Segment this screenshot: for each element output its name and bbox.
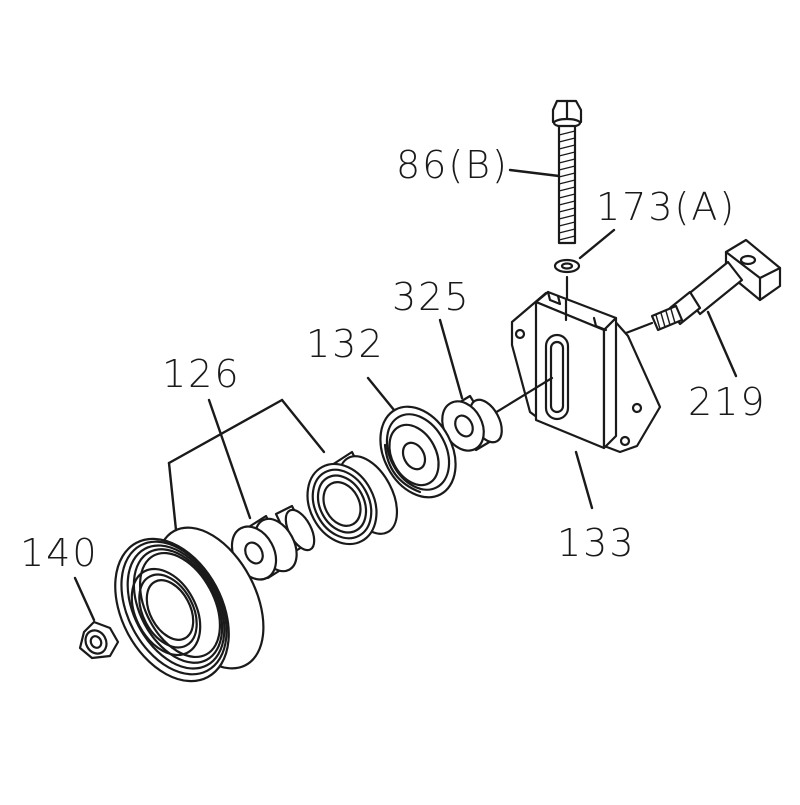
- leader-86: [508, 168, 561, 178]
- part-126-bushing[interactable]: [223, 504, 320, 587]
- label-219: 219: [688, 380, 767, 424]
- part-140-nut[interactable]: [78, 620, 120, 660]
- label-86-b: 86(B): [396, 143, 509, 187]
- part-173-washer[interactable]: [553, 258, 581, 274]
- leader-133: [574, 450, 594, 510]
- leader-132: [366, 376, 396, 412]
- part-133-bracket[interactable]: [510, 290, 662, 454]
- label-140: 140: [20, 531, 99, 575]
- part-126-bearing[interactable]: [294, 447, 409, 556]
- label-325: 325: [392, 275, 471, 319]
- leader-173: [578, 228, 616, 260]
- label-126: 126: [162, 352, 241, 396]
- label-133: 133: [557, 521, 636, 565]
- leader-126: [167, 398, 326, 532]
- leader-219: [706, 310, 738, 378]
- label-132: 132: [306, 322, 385, 366]
- part-219-adjuster[interactable]: [624, 238, 782, 335]
- leader-140: [73, 576, 96, 622]
- part-132-disc[interactable]: [365, 394, 470, 511]
- part-126-pulley[interactable]: [92, 510, 285, 701]
- axis-shaft: [488, 376, 554, 418]
- part-325-spacer[interactable]: [434, 394, 508, 458]
- part-86-bolt[interactable]: [551, 99, 583, 245]
- label-173-a: 173(A): [596, 185, 736, 229]
- leader-325: [438, 318, 464, 400]
